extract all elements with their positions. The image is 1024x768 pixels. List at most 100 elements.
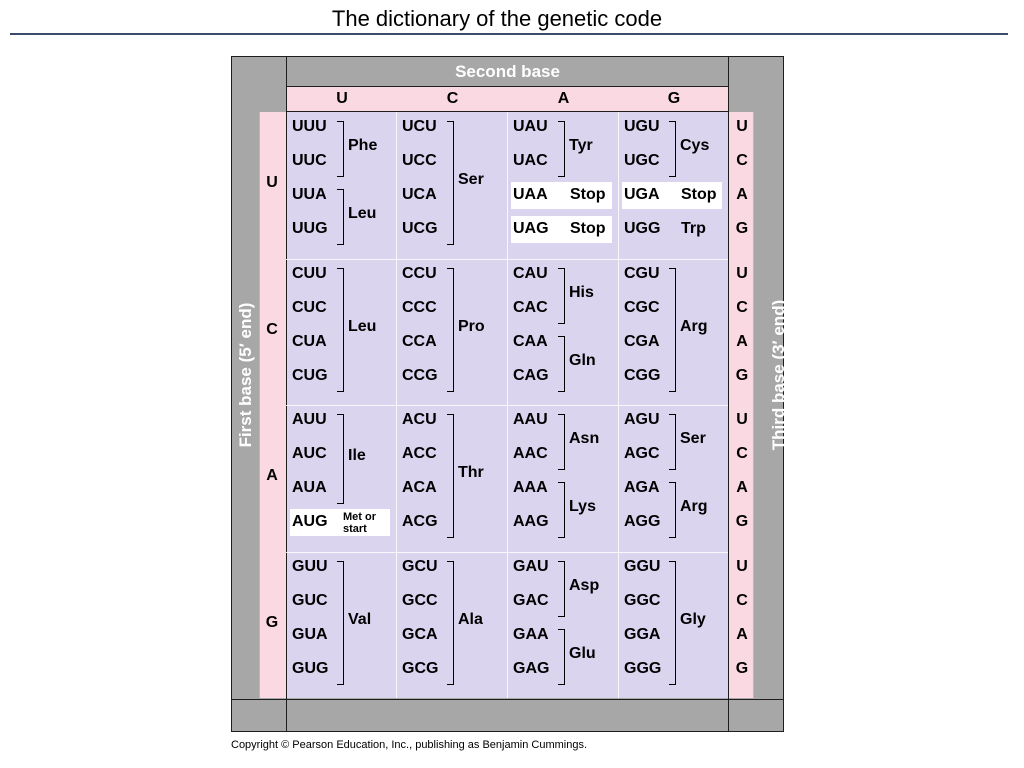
amino-acid-label: His <box>569 283 594 301</box>
codon: GAA <box>513 625 549 643</box>
frame-line <box>728 57 729 731</box>
third-base-letter: C <box>736 591 748 609</box>
third-base-letter: C <box>736 445 748 462</box>
codon: GCC <box>402 591 438 609</box>
amino-acid-label: Arg <box>680 317 708 335</box>
amino-acid-label: Lys <box>569 498 596 515</box>
codon: CAA <box>513 332 548 350</box>
codon: AUG <box>292 513 328 530</box>
codon: CAG <box>513 366 549 384</box>
column-separator <box>396 112 397 698</box>
codon: GGU <box>624 557 661 575</box>
amino-acid-label: Ile <box>348 447 366 464</box>
codon: GUU <box>292 557 328 575</box>
third-base-letter: C <box>736 298 748 316</box>
codon-bracket <box>558 121 565 177</box>
third-base-letter: U <box>736 118 748 135</box>
frame-line <box>286 57 287 731</box>
codon: AUU <box>292 411 327 428</box>
codon: UGU <box>624 118 660 135</box>
first-base-letter: C <box>266 320 278 338</box>
codon: GAU <box>513 557 549 575</box>
first-base-letter: A <box>266 467 278 485</box>
codon: UAC <box>513 152 548 169</box>
codon: UCC <box>402 152 437 169</box>
third-base-letter: A <box>736 625 748 643</box>
codon: CGA <box>624 332 660 350</box>
codon: GUG <box>292 659 329 677</box>
third-base-letter: G <box>735 659 749 677</box>
codon-bracket <box>447 267 454 392</box>
codon: GCG <box>402 659 439 677</box>
codon-bracket <box>558 482 565 538</box>
third-base-letter: C <box>736 152 748 169</box>
codon: AGU <box>624 411 660 428</box>
amino-acid-label: Cys <box>680 137 710 154</box>
codon: GUA <box>292 625 328 643</box>
highlight-box <box>290 509 390 536</box>
codon-bracket <box>669 560 676 685</box>
second-base-header: Second base <box>286 57 729 86</box>
amino-acid-label: Asn <box>569 430 600 447</box>
codon: UCA <box>402 186 437 203</box>
amino-acid-label: Ser <box>680 430 706 447</box>
amino-acid-label: Stop <box>570 186 606 203</box>
codon: GGC <box>624 591 661 609</box>
codon: UCU <box>402 118 437 135</box>
codon: CUU <box>292 264 327 282</box>
second-base-letters-row: U C A G <box>286 86 729 112</box>
codon: CUG <box>292 366 328 384</box>
third-base-strip <box>729 112 754 698</box>
codon: UGC <box>624 152 660 169</box>
amino-acid-label: Pro <box>458 317 485 335</box>
codon: AGA <box>624 479 660 496</box>
title-divider <box>10 33 1008 35</box>
codon: CGG <box>624 366 661 384</box>
first-base-label: First base (5′ end) <box>236 302 255 448</box>
second-base-letter: C <box>446 90 459 107</box>
codon-bracket <box>447 121 454 245</box>
first-base-letter: U <box>266 174 278 192</box>
amino-acid-label: Stop <box>681 186 717 203</box>
third-base-letter: A <box>736 332 748 350</box>
highlight-box <box>511 216 612 243</box>
frame-line <box>232 699 783 700</box>
third-base-letter: U <box>736 411 748 428</box>
amino-acid-label: Asp <box>569 576 600 594</box>
codon: UUA <box>292 186 327 203</box>
codon: UAU <box>513 118 548 135</box>
codon-bracket <box>447 560 454 685</box>
codon: AAA <box>513 479 548 496</box>
codon-bracket <box>558 267 565 324</box>
second-base-letter: A <box>557 90 570 107</box>
first-base-strip <box>259 112 286 698</box>
codon: CGC <box>624 298 660 316</box>
amino-acid-label: Ala <box>458 610 483 628</box>
third-base-letter: G <box>735 220 749 237</box>
codon: GUC <box>292 591 328 609</box>
second-base-letter: U <box>336 90 348 107</box>
codon: UCG <box>402 220 438 237</box>
third-base-letter: A <box>736 186 748 203</box>
column-separator <box>507 112 508 698</box>
codon: UGA <box>624 186 660 203</box>
codon: GGG <box>624 659 662 677</box>
highlight-box <box>511 182 612 209</box>
codon-bracket <box>337 560 344 685</box>
third-base-letter: U <box>736 264 748 282</box>
second-base-letter: G <box>667 90 681 107</box>
highlight-box <box>622 182 722 209</box>
codon: CAU <box>513 264 548 282</box>
first-base-letter: G <box>265 613 279 631</box>
amino-acid-label: Trp <box>681 220 706 237</box>
amino-acid-label: Stop <box>570 220 606 237</box>
codon: CCG <box>402 366 438 384</box>
page-title: The dictionary of the genetic code <box>331 6 663 31</box>
codon: CAC <box>513 298 548 316</box>
codon-bracket <box>337 189 344 245</box>
amino-acid-label: Val <box>348 610 372 628</box>
codon: AAU <box>513 411 548 428</box>
codon-bracket <box>558 628 565 685</box>
codon: UUC <box>292 152 327 169</box>
codon: GAG <box>513 659 550 677</box>
